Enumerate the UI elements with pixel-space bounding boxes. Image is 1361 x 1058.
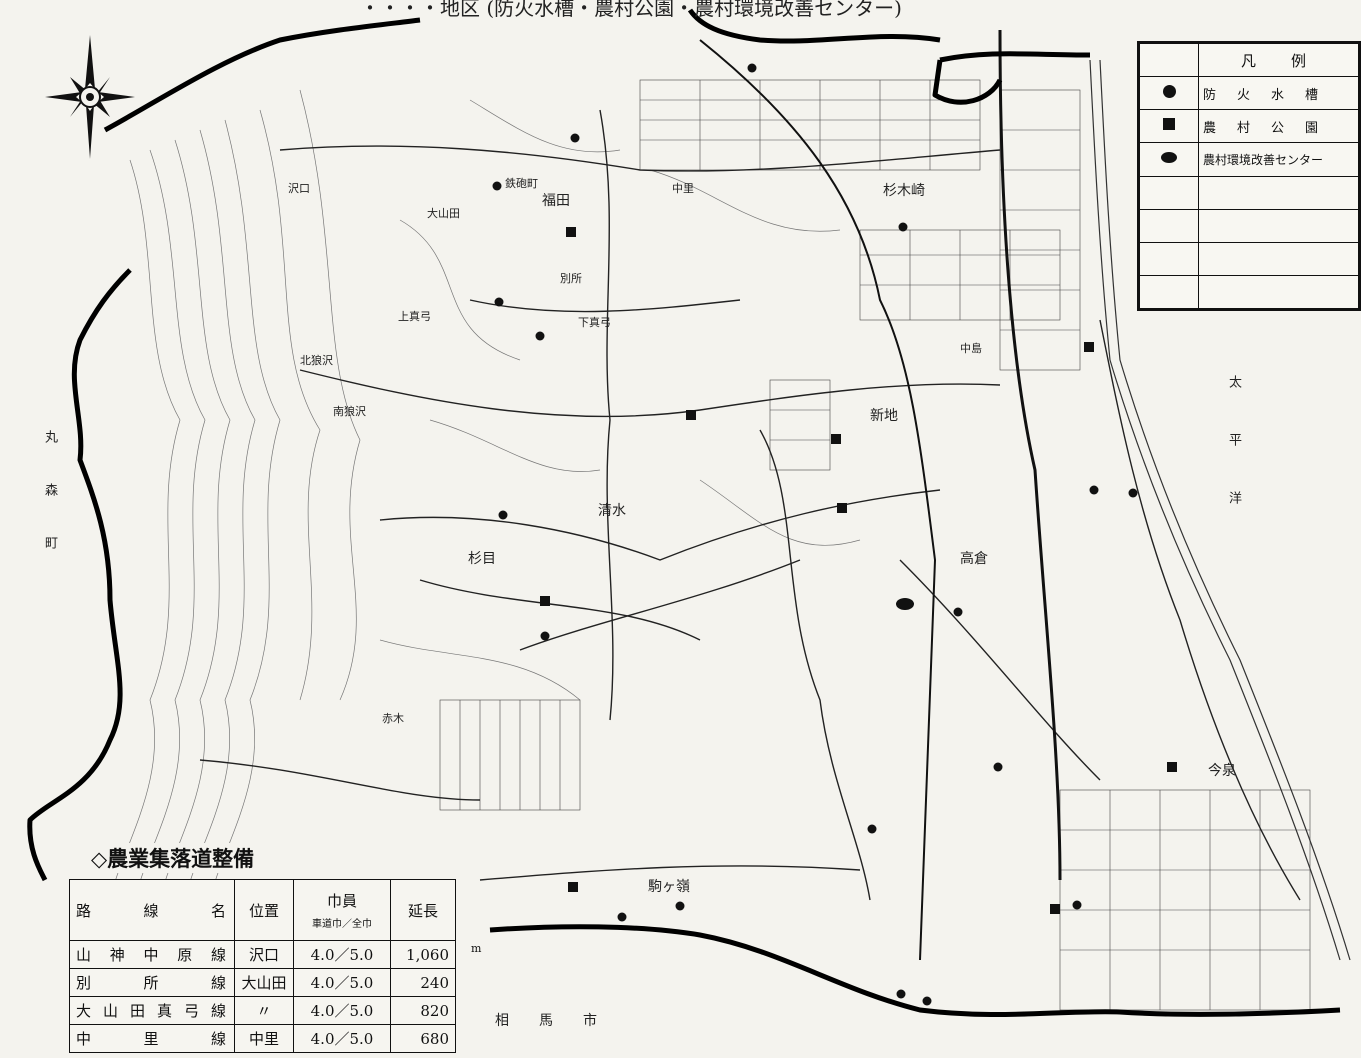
place-label: 中島 [960,342,982,355]
column-header-length: 延長 [390,879,456,941]
place-label: 沢口 [288,182,310,195]
legend-item-label: 農村環境改善センター [1198,142,1359,177]
map-legend: 凡 例 防 火 水 槽 農 村 公 園 農村環境改善センター [1137,41,1361,311]
road-table: 路線名 位置 巾員 車道巾／全巾 延長 山神中原線 沢口 4.0／5.0 1,0… [69,879,456,1053]
place-label: 上真弓 [398,310,431,323]
rural-park-markers [540,227,1177,914]
place-label: 別所 [560,272,582,285]
place-label: 丸森町 [42,430,57,589]
filled-square-icon [1163,118,1175,131]
column-header-width: 巾員 車道巾／全巾 [293,879,391,941]
roads [199,109,1301,901]
place-label: 南狼沢 [333,405,366,418]
place-label: 中里 [672,182,694,195]
road-section-title: ◇農業集落道整備 [87,843,259,873]
place-label: 下真弓 [578,316,611,329]
width-header-main: 巾員 [326,892,357,910]
place-label: 今泉 [1208,763,1236,779]
unit-label: m [471,942,482,955]
coastline [1089,59,1351,961]
place-label: 鉄砲町 [505,177,538,190]
district-boundary [27,8,1341,1018]
railway [998,29,1062,881]
place-label: 駒ヶ嶺 [648,879,690,895]
column-header-name: 路線名 [69,879,235,941]
place-label: 大山田 [427,207,460,220]
place-label: 福田 [542,193,570,209]
table-row: 大山田真弓線 〃 4.0／5.0 820 [69,996,456,1025]
map-title: ・・・・地区 (防火水槽・農村公園・農村環境改善センター) [360,0,902,20]
fire-cistern-markers [492,63,1138,1006]
table-row: 山神中原線 沢口 4.0／5.0 1,060 [69,940,456,969]
legend-item-label: 防 火 水 槽 [1198,76,1359,111]
mountain-contours [109,89,861,901]
table-row: 別所線 大山田 4.0／5.0 240 [69,968,456,997]
place-label: 相馬市 [495,1013,627,1029]
place-label: 赤木 [382,712,404,725]
legend-item-label: 農 村 公 園 [1198,109,1359,144]
improvement-center-marker [896,598,914,610]
place-label: 杉木崎 [883,183,925,199]
highway [699,39,937,961]
paddy-fields [439,79,1311,1011]
filled-ellipse-icon [1161,151,1177,163]
place-label: 清水 [598,503,626,519]
legend-heading: 凡 例 [1198,42,1359,78]
place-label: 太平洋 [1226,375,1241,549]
place-label: 高倉 [960,551,988,567]
place-label: 新地 [870,408,898,424]
width-header-sub: 車道巾／全巾 [312,919,372,930]
place-label: 北狼沢 [300,354,333,367]
table-row: 中里線 中里 4.0／5.0 680 [69,1024,456,1053]
north-arrow-icon [45,35,135,159]
column-header-location: 位置 [234,879,294,941]
place-label: 杉目 [468,551,496,567]
filled-circle-icon [1162,84,1176,98]
